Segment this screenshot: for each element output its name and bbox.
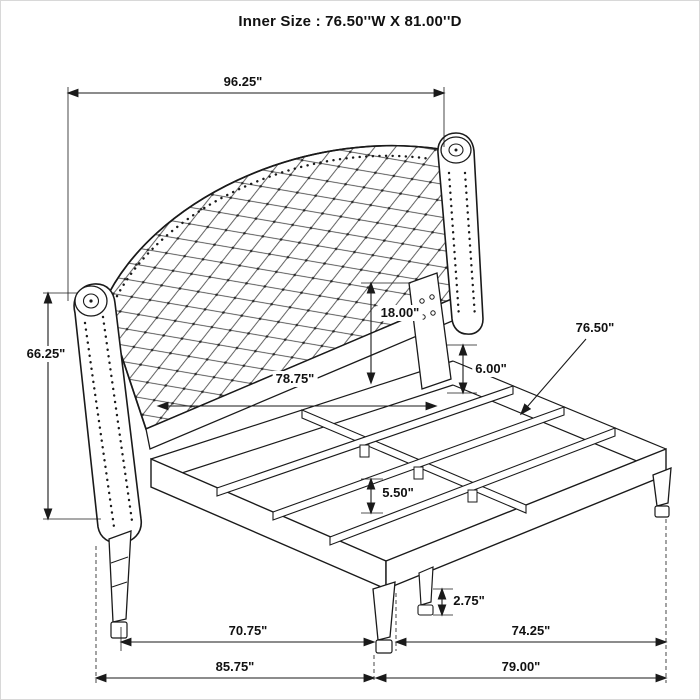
dim-label-overall-depth: 79.00" <box>498 659 544 675</box>
leader-line-slat-length <box>519 338 587 416</box>
headboard-mounting-bracket <box>408 272 452 390</box>
leg <box>108 530 132 623</box>
dim-label-rail-depth: 5.50" <box>379 485 417 501</box>
left-scroll-arm <box>73 283 143 544</box>
dim-label-bracket-height: 6.00" <box>472 361 510 377</box>
leg <box>372 581 396 641</box>
leg <box>418 566 434 606</box>
dim-label-overall-width: 85.75" <box>212 659 258 675</box>
leg-foot <box>375 639 393 654</box>
slat-system <box>216 385 616 546</box>
leg-foot <box>417 604 434 616</box>
dimension-lines <box>43 87 668 683</box>
slat <box>329 427 616 546</box>
headboard-tufted-panel <box>103 144 465 450</box>
dim-label-slat-length: 76.50" <box>572 320 618 336</box>
slat <box>216 385 514 497</box>
dim-label-base-depth: 74.25" <box>508 623 554 639</box>
slat-foot <box>467 489 478 503</box>
leg-foot <box>110 621 128 639</box>
dim-label-headboard-width: 96.25" <box>220 74 266 90</box>
leg <box>652 467 672 507</box>
right-scroll-arm <box>437 132 484 335</box>
leg-foot <box>654 505 670 518</box>
slat-foot <box>413 466 424 480</box>
dim-label-foot-height: 2.75" <box>450 593 488 609</box>
slat-foot <box>359 444 370 458</box>
diagram-title: Inner Size : 76.50''W X 81.00''D <box>238 13 462 30</box>
legs <box>108 467 672 654</box>
dim-label-inner-width: 78.75" <box>272 371 318 387</box>
dim-label-panel-gap: 18.00" <box>377 305 423 321</box>
dim-label-headboard-height: 66.25" <box>23 346 69 362</box>
dim-label-base-width: 70.75" <box>225 623 271 639</box>
slat <box>272 406 565 521</box>
